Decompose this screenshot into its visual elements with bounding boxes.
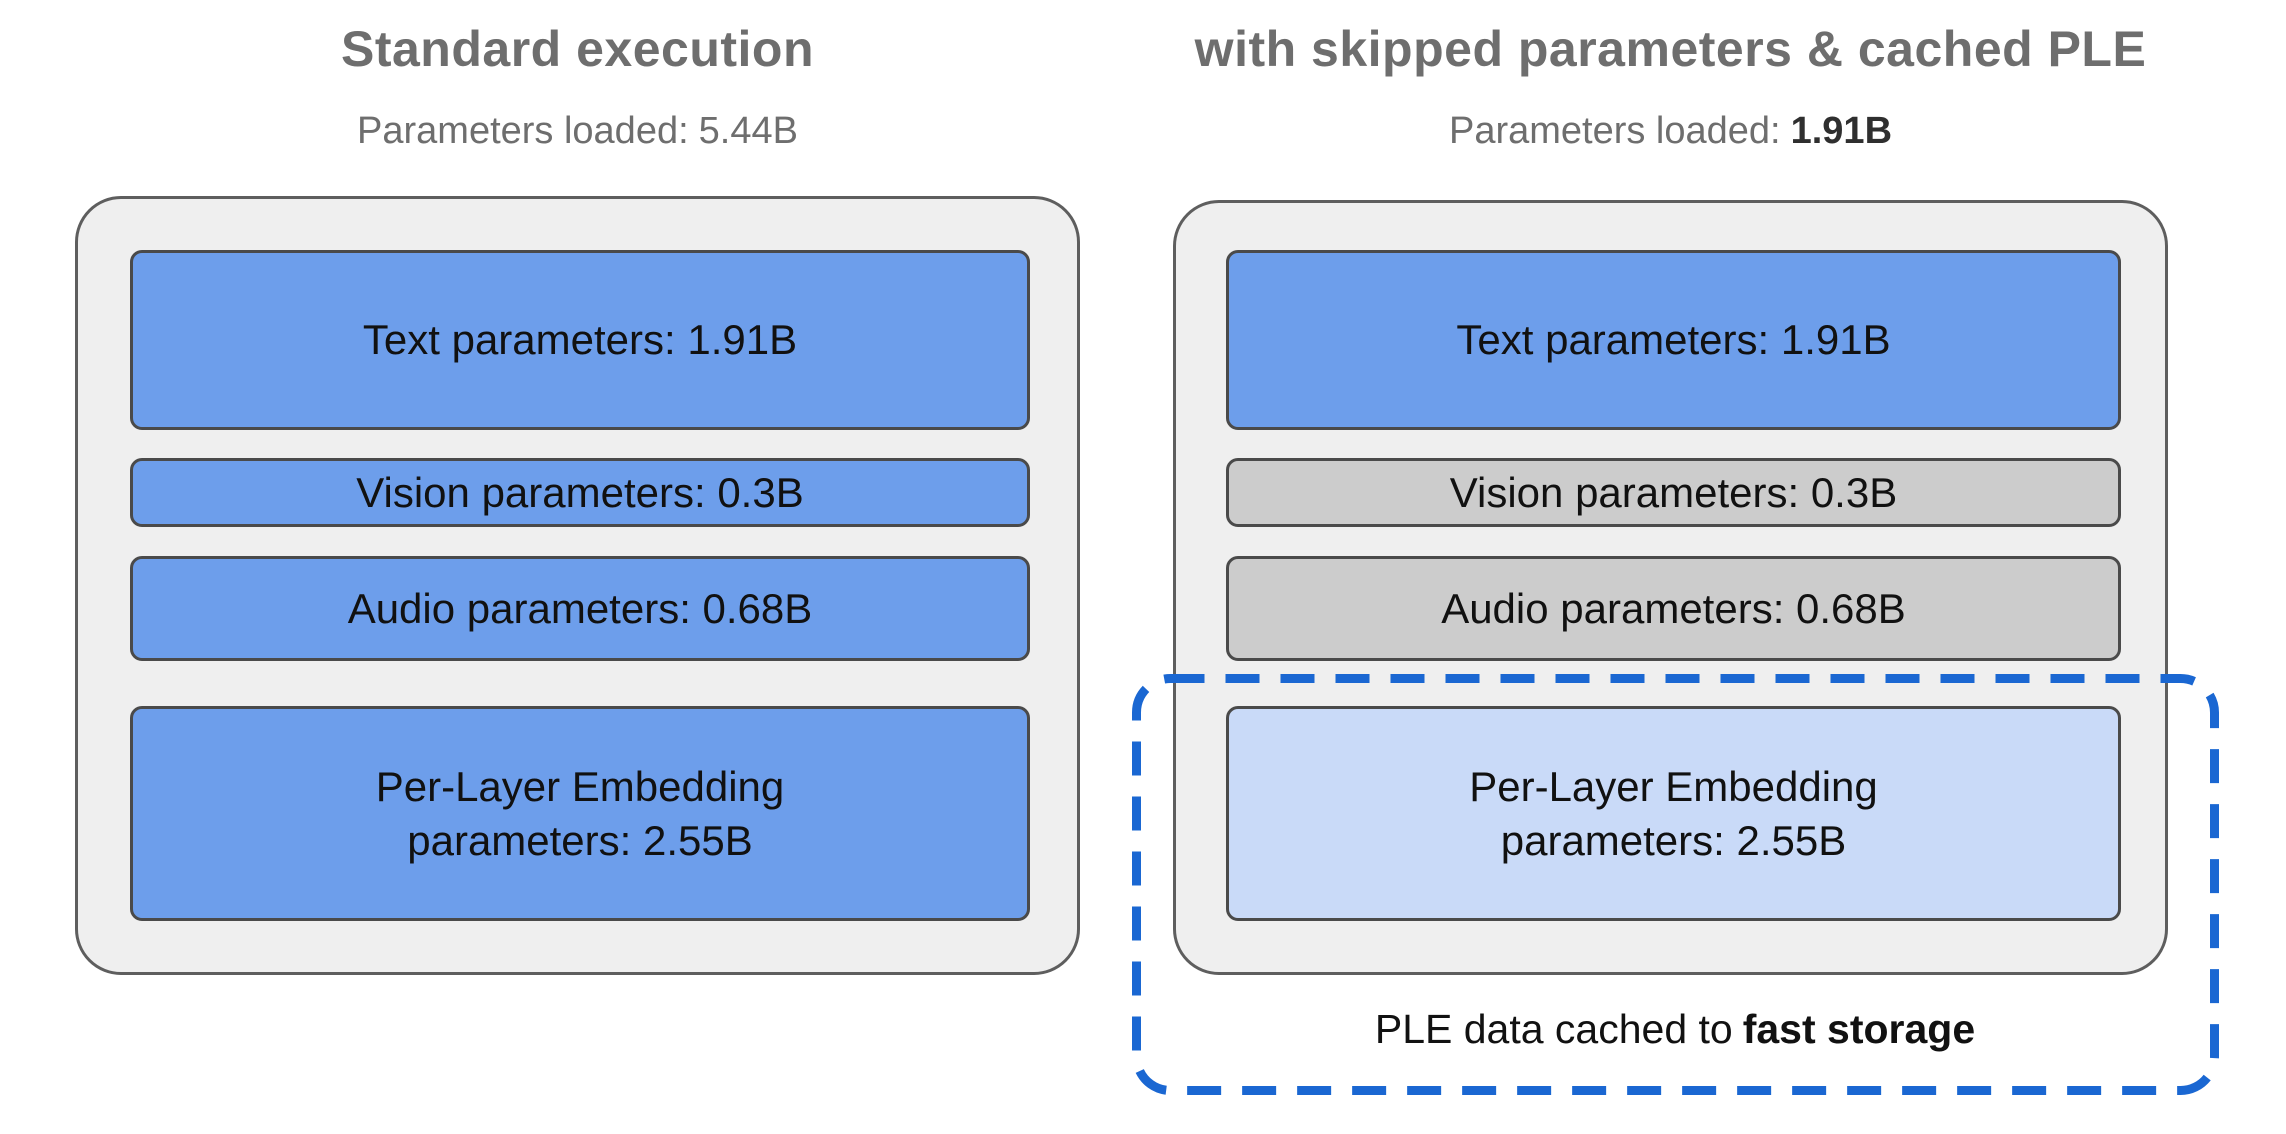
- right-ple-parameters-box-cached: Per-Layer Embedding parameters: 2.55B: [1226, 706, 2121, 921]
- ple-cache-caption-prefix: PLE data cached to: [1374, 1006, 1733, 1052]
- right-panel-subtitle: Parameters loaded:1.91B: [1173, 110, 2168, 153]
- left-text-parameters-box: Text parameters: 1.91B: [130, 250, 1030, 430]
- right-model-container: Text parameters: 1.91B Vision parameters…: [1173, 200, 2168, 975]
- left-audio-parameters-label: Audio parameters: 0.68B: [347, 584, 813, 632]
- right-ple-parameters-label-line2: parameters: 2.55B: [1500, 816, 1847, 864]
- right-parameters-loaded-value: 1.91B: [1790, 110, 1893, 152]
- right-audio-parameters-label: Audio parameters: 0.68B: [1441, 584, 1906, 632]
- right-ple-parameters-label-line1: Per-Layer Embedding: [1469, 762, 1878, 810]
- right-text-parameters-label: Text parameters: 1.91B: [1456, 316, 1891, 364]
- left-ple-parameters-label-line2: parameters: 2.55B: [407, 816, 753, 864]
- left-ple-parameters-box: Per-Layer Embedding parameters: 2.55B: [130, 706, 1030, 921]
- right-vision-parameters-box-skipped: Vision parameters: 0.3B: [1226, 458, 2121, 527]
- left-audio-parameters-box: Audio parameters: 0.68B: [130, 556, 1030, 661]
- left-panel-subtitle: Parameters loaded:5.44B: [75, 110, 1080, 153]
- left-vision-parameters-box: Vision parameters: 0.3B: [130, 458, 1030, 527]
- right-audio-parameters-box-skipped: Audio parameters: 0.68B: [1226, 556, 2121, 661]
- left-text-parameters-label: Text parameters: 1.91B: [362, 316, 798, 364]
- left-ple-parameters-label-line1: Per-Layer Embedding: [375, 762, 785, 810]
- left-model-container: Text parameters: 1.91B Vision parameters…: [75, 196, 1080, 975]
- ple-cache-caption-bold: fast storage: [1742, 1006, 1976, 1052]
- right-text-parameters-box: Text parameters: 1.91B: [1226, 250, 2121, 430]
- right-vision-parameters-label: Vision parameters: 0.3B: [1449, 468, 1898, 516]
- right-panel-title: with skipped parameters & cached PLE: [1194, 21, 2147, 77]
- right-parameters-loaded-label: Parameters loaded:: [1448, 110, 1781, 152]
- left-vision-parameters-label: Vision parameters: 0.3B: [356, 468, 804, 516]
- left-parameters-loaded-label: Parameters loaded:: [357, 110, 689, 152]
- left-panel-title: Standard execution: [341, 21, 814, 77]
- left-parameters-loaded-value: 5.44B: [698, 110, 798, 152]
